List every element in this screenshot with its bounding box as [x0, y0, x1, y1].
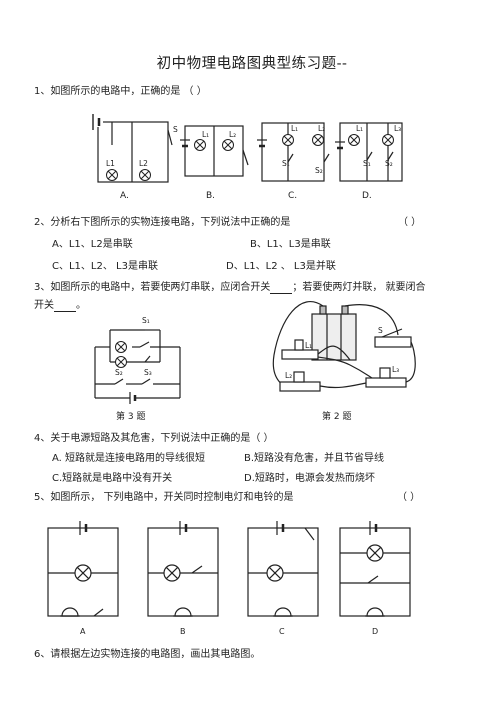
- q3-text-c: 开关: [34, 300, 54, 311]
- q1-d-lamp-l1: [347, 133, 361, 147]
- q2-option-c: C、L1、L2、 L3是串联: [52, 261, 158, 272]
- q5-a-caption: A: [80, 627, 86, 636]
- q1-c-label-l1: L₁: [291, 124, 298, 133]
- q1-figure-c: [257, 122, 330, 182]
- q1-b-caption: B.: [206, 191, 215, 201]
- q5-d-bell: [364, 607, 386, 617]
- q6-question: 6、请根据左边实物连接的电路图，画出其电路图。: [34, 649, 261, 660]
- q3-label-s2: S₂: [115, 368, 123, 377]
- q1-c-caption: C.: [288, 191, 297, 201]
- q5-d-caption: D: [372, 627, 378, 636]
- q1-a-label-l1: L1: [106, 159, 115, 168]
- q3-label-s1: S₁: [142, 316, 150, 325]
- q5-c-bell: [272, 607, 294, 617]
- q3-lamp-top: [114, 340, 128, 354]
- q1-d-caption: D.: [362, 191, 372, 201]
- q3-blank-series[interactable]: [270, 283, 293, 294]
- q1-a-caption: A.: [120, 191, 129, 201]
- q1-c-label-s1: S₁: [282, 159, 290, 168]
- q1-d-label-l3: L₃: [394, 124, 401, 133]
- q2-answer-paren: （ ）: [398, 217, 422, 228]
- q1-b-lamp-l1: [193, 138, 207, 152]
- q1-a-lamp-l2: [138, 168, 152, 182]
- q2-physical-figure: [272, 300, 416, 392]
- q1-figure-b: [180, 125, 249, 177]
- q1-d-label-s1: S₁: [363, 159, 371, 168]
- q5-answer-paren: （ ）: [397, 492, 421, 503]
- q3-figure-caption: 第 3 题: [116, 410, 145, 422]
- q3-text-a: 3、如图所示的电路中，若要使两灯串联，应闭合开关: [34, 282, 271, 293]
- q1-b-label-l2: L₂: [229, 130, 236, 139]
- q1-c-lamp-l1: [281, 133, 295, 147]
- q1-c-label-l2: L₂: [318, 124, 325, 133]
- q5-c-caption: C: [279, 627, 285, 636]
- q1-b-lamp-l2: [221, 138, 235, 152]
- q5-b-caption: B: [180, 627, 186, 636]
- q5-figure-c: [247, 521, 319, 617]
- q1-a-lamp-l1: [105, 168, 119, 182]
- q3-label-s3: S₃: [144, 368, 152, 377]
- q1-d-label-l1: L₁: [356, 124, 363, 133]
- q3-question-line2: 开关 。: [34, 299, 86, 312]
- q4-option-a: A. 短路就是连接电路用的导线很短: [52, 453, 206, 464]
- q5-c-lamp: [266, 564, 284, 582]
- q2-option-d: D、L1、L2 、 L3是并联: [226, 261, 336, 272]
- q3-lamp-bottom: [114, 355, 128, 369]
- q1-b-label-l1: L₁: [202, 130, 209, 139]
- q2-label-s: S: [378, 326, 383, 335]
- q5-figure-d: [339, 521, 411, 617]
- q5-b-bell: [172, 607, 194, 617]
- q1-figure-a: [92, 114, 173, 183]
- q4-option-d: D.短路时，电源会发热而烧坏: [244, 473, 375, 484]
- q3-circuit-figure: [94, 329, 181, 404]
- q3-blank-parallel[interactable]: [54, 301, 76, 312]
- q1-a-label-s: S: [173, 125, 178, 134]
- q3-question: 3、如图所示的电路中，若要使两灯串联，应闭合开关 ；若要使两灯并联， 就要闭合: [34, 281, 426, 294]
- q2-label-l1: L₁: [305, 341, 312, 350]
- q5-figure-b: [147, 521, 219, 617]
- q5-d-lamp: [366, 544, 384, 562]
- q3-text-b: ；若要使两灯并联， 就要闭合: [292, 282, 426, 293]
- q2-question: 2、分析右下图所示的实物连接电路，下列说法中正确的是: [34, 217, 291, 228]
- q2-option-b: B、L1、L3是串联: [250, 239, 331, 250]
- q2-label-l3: L₃: [392, 365, 399, 374]
- q1-d-lamp-l3: [381, 133, 395, 147]
- q4-question: 4、关于电源短路及其危害，下列说法中正确的是（ ）: [34, 433, 274, 444]
- q5-b-lamp: [163, 564, 181, 582]
- q2-label-l2: L₂: [285, 371, 292, 380]
- q3-text-d: 。: [76, 300, 86, 311]
- q4-option-c: C.短路就是电路中没有开关: [52, 473, 173, 484]
- q5-a-lamp: [74, 564, 92, 582]
- q1-c-label-s2: S₂: [315, 166, 323, 175]
- q1-c-lamp-l2: [311, 133, 325, 147]
- q2-option-a: A、L1、L2是串联: [52, 239, 133, 250]
- q5-a-bell: [59, 607, 81, 617]
- q4-option-b: B.短路没有危害，并且节省导线: [244, 453, 385, 464]
- q1-figure-d: [335, 122, 403, 182]
- q1-question: 1、如图所示的电路中，正确的是 （ ）: [34, 86, 207, 97]
- q5-question: 5、如图所示， 下列电路中，开关同时控制电灯和电铃的是: [34, 492, 294, 503]
- page-title: 初中物理电路图典型练习题--: [156, 56, 348, 72]
- q1-a-label-l2: L2: [139, 159, 148, 168]
- q1-d-label-s2: S₂: [385, 159, 393, 168]
- q2-figure-caption: 第 2 题: [322, 410, 351, 422]
